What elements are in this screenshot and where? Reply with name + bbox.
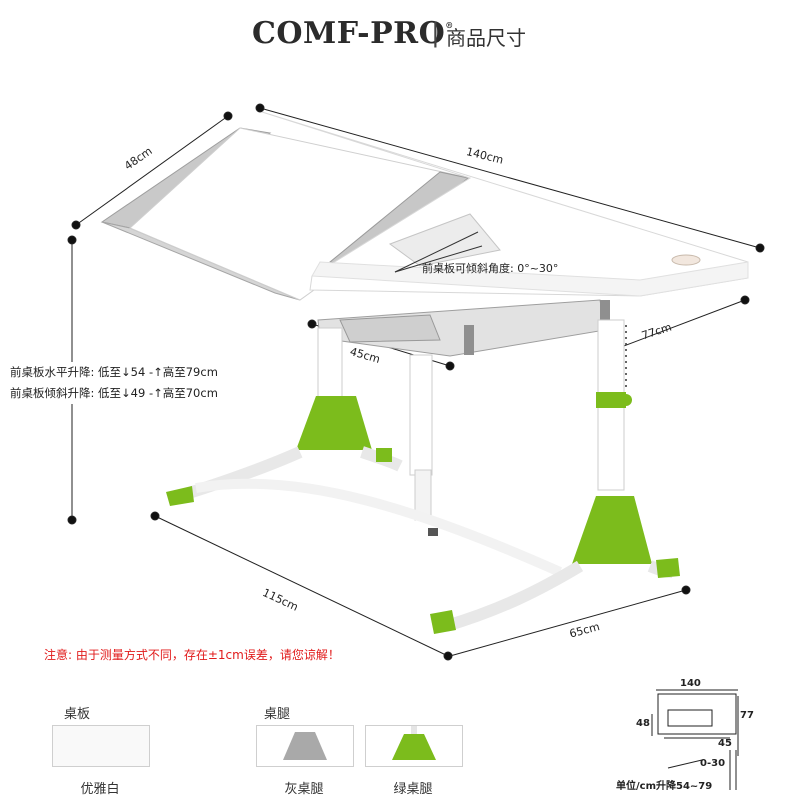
- mini-desk-icon: [651, 689, 739, 790]
- mini-width: 140: [680, 678, 701, 689]
- tilt-angle-label: 前桌板可倾斜角度: 0°~30°: [422, 262, 559, 275]
- mini-tilt: 0-30: [700, 758, 726, 769]
- brand-logo: COMF-PRO®: [252, 16, 454, 51]
- desk-legs: [166, 319, 680, 634]
- leg-swatch-green[interactable]: [365, 725, 463, 767]
- header-separator: |: [431, 18, 440, 48]
- board-swatch-caption: 优雅白: [80, 782, 120, 797]
- board-swatch-white[interactable]: [52, 725, 150, 767]
- desk-illustration: [67, 103, 765, 661]
- height-spec-flat: 前桌板水平升降: 低至↓54 -↑高至79cm: [10, 365, 218, 379]
- page-title: 商品尺寸: [446, 26, 526, 50]
- height-spec-tilt: 前桌板倾斜升降: 低至↓49 -↑高至70cm: [10, 386, 218, 400]
- header: COMF-PRO® | 商品尺寸: [0, 0, 790, 70]
- mini-depth: 48: [636, 718, 650, 729]
- dimension-lines: [67, 103, 765, 661]
- mini-lower: 45: [718, 738, 732, 749]
- legs-section-label: 桌腿: [264, 707, 291, 722]
- mini-unit: 单位/cm升降54~79: [616, 781, 713, 792]
- leg-swatch-grey-caption: 灰桌腿: [284, 782, 324, 797]
- green-leg-icon: [392, 726, 436, 760]
- brand-name: COMF-PRO: [252, 16, 446, 51]
- trademark: ®: [445, 20, 454, 30]
- mini-height: 77: [740, 710, 754, 721]
- desktop-top: [261, 111, 749, 297]
- leg-swatch-grey[interactable]: [256, 725, 354, 767]
- mini-dimension-diagram: 140 48 77 45 0-30 单位/cm升降54~79: [616, 676, 784, 796]
- height-spec: 前桌板水平升降: 低至↓54 -↑高至79cm 前桌板倾斜升降: 低至↓49 -…: [10, 362, 218, 404]
- grey-leg-icon: [283, 732, 327, 760]
- measurement-notice: 注意: 由于测量方式不同，存在±1cm误差，请您谅解！: [44, 648, 340, 662]
- board-section-label: 桌板: [64, 707, 91, 722]
- leg-swatch-green-caption: 绿桌腿: [393, 782, 433, 797]
